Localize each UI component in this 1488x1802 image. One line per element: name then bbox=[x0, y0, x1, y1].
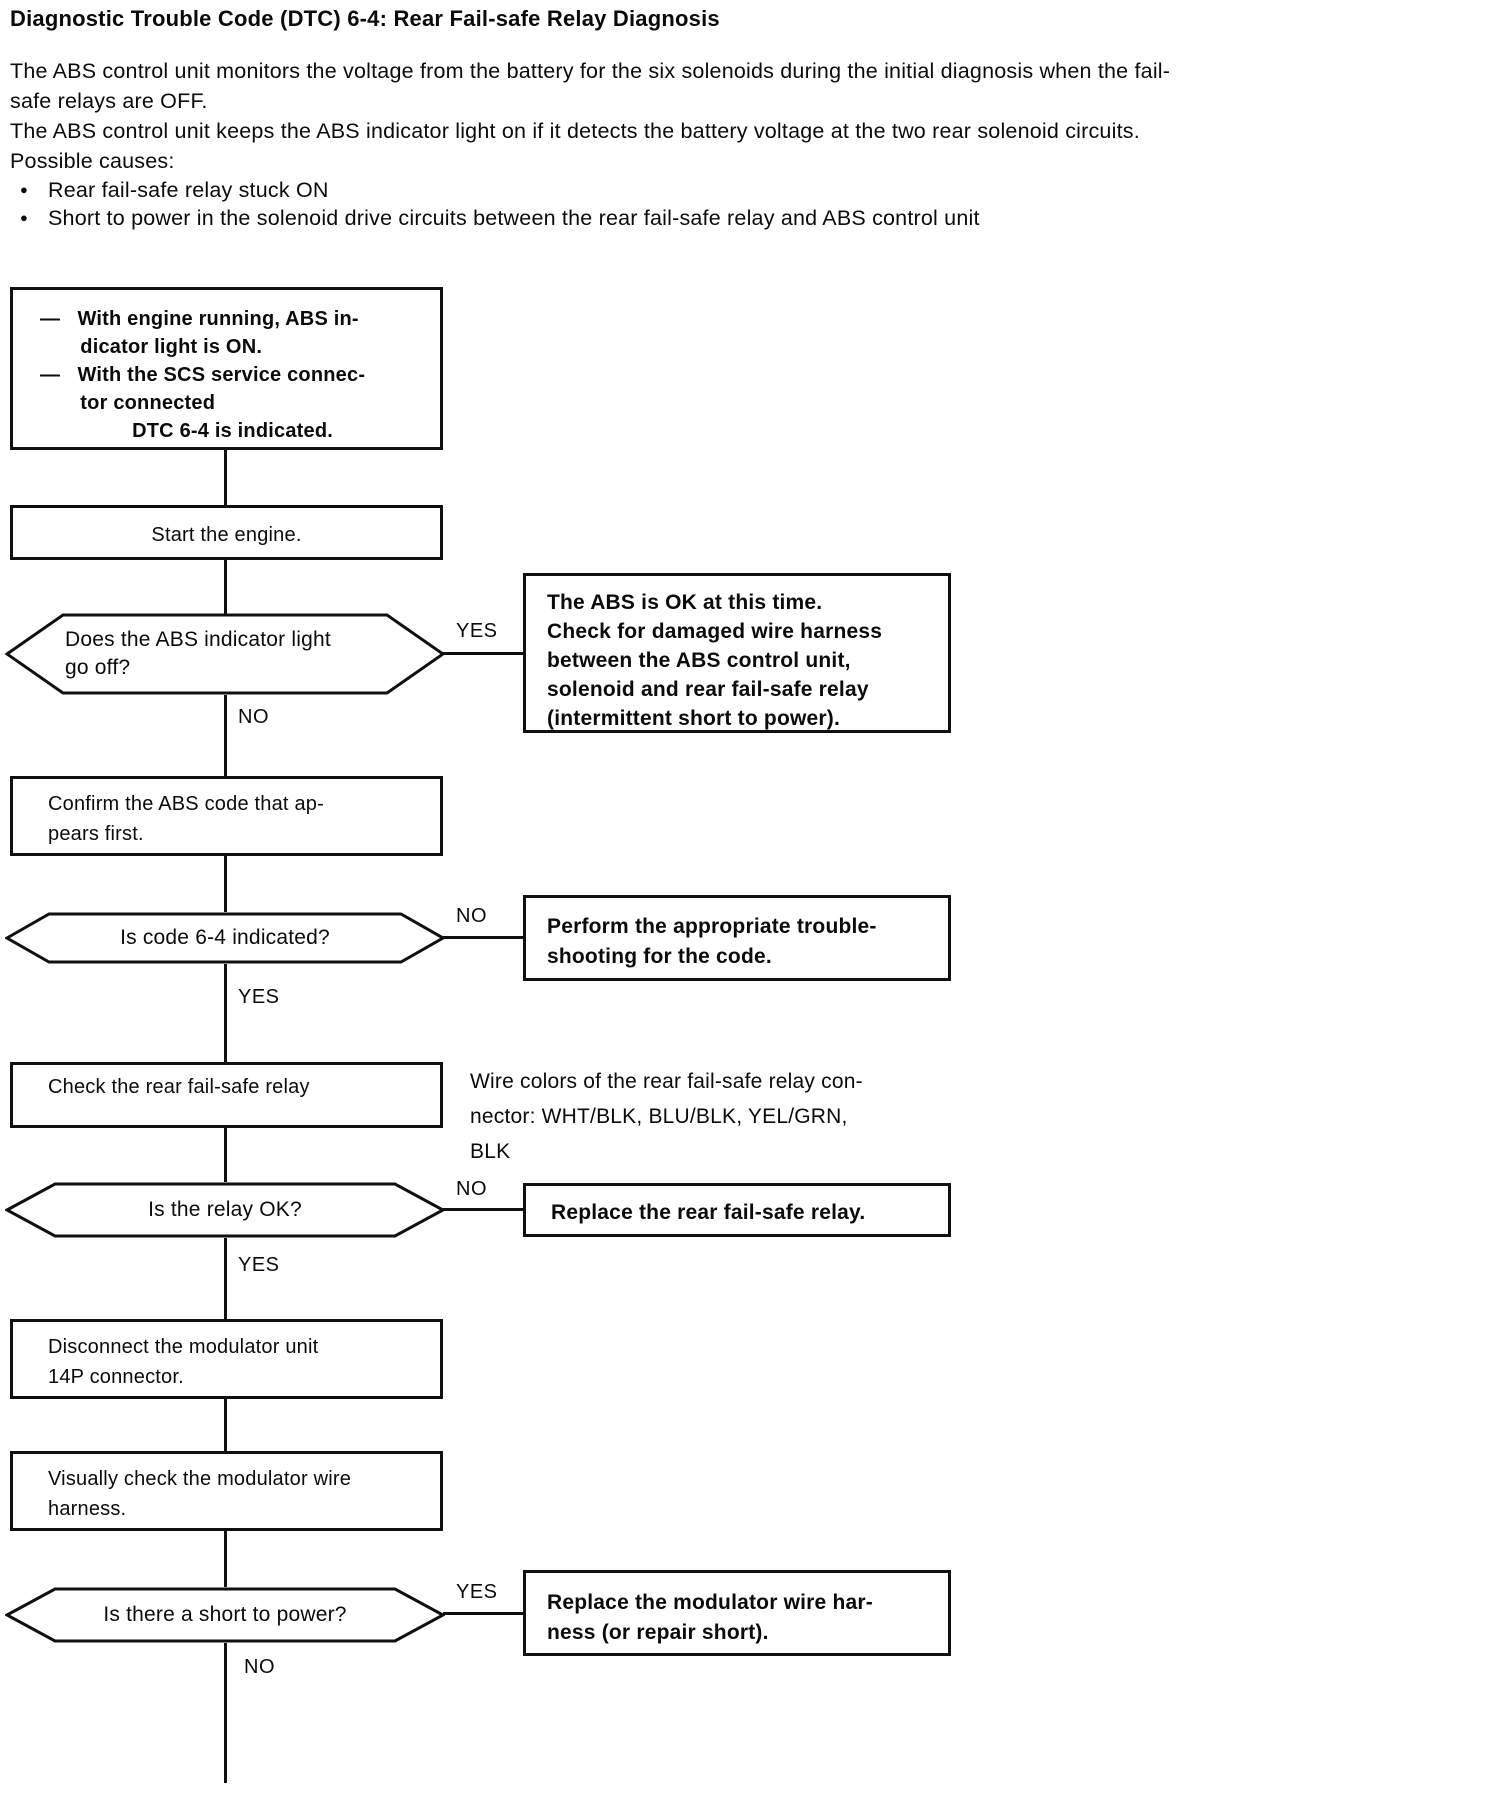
decision-light-off: Does the ABS indicator light go off? bbox=[5, 613, 445, 695]
connector-line bbox=[443, 1208, 525, 1211]
list-item: ● Rear fail-safe relay stuck ON bbox=[10, 176, 1480, 204]
decision-text: Is the relay OK? bbox=[148, 1198, 302, 1221]
yes-label: YES bbox=[238, 1254, 280, 1276]
yes-label: YES bbox=[238, 986, 280, 1008]
no-label: NO bbox=[244, 1656, 275, 1678]
connector-line bbox=[224, 450, 227, 507]
flow-box-other-troubleshooting: Perform the appropriate trouble- shootin… bbox=[523, 895, 951, 981]
flow-box-disconnect-modulator: Disconnect the modulator unit 14P connec… bbox=[10, 1319, 443, 1399]
decision-short-to-power: Is there a short to power? bbox=[5, 1587, 445, 1643]
no-label: NO bbox=[456, 905, 487, 927]
wire-colors-note: Wire colors of the rear fail-safe relay … bbox=[470, 1070, 863, 1163]
flow-box-visual-check: Visually check the modulator wire harnes… bbox=[10, 1451, 443, 1531]
connector-line bbox=[224, 695, 227, 776]
flow-box-start-engine: Start the engine. bbox=[10, 505, 443, 560]
bullet-text: Short to power in the solenoid drive cir… bbox=[48, 206, 980, 230]
connector-line bbox=[443, 652, 525, 655]
decision-text: Does the ABS indicator light go off? bbox=[65, 628, 331, 679]
decision-relay-ok: Is the relay OK? bbox=[5, 1182, 445, 1238]
connector-line bbox=[224, 1128, 227, 1182]
flow-box-replace-relay: Replace the rear fail-safe relay. bbox=[523, 1183, 951, 1237]
flow-box-start-conditions: — With engine running, ABS in- dicator l… bbox=[10, 287, 443, 450]
intro-paragraph: The ABS control unit monitors the voltag… bbox=[10, 59, 1171, 173]
flow-box-replace-harness: Replace the modulator wire har- ness (or… bbox=[523, 1570, 951, 1656]
bullet-icon: ● bbox=[20, 182, 28, 197]
bullet-icon: ● bbox=[20, 210, 28, 225]
yes-label: YES bbox=[456, 620, 498, 642]
connector-line bbox=[224, 856, 227, 912]
flow-box-abs-ok: The ABS is OK at this time. Check for da… bbox=[523, 573, 951, 733]
connector-line bbox=[224, 1238, 227, 1319]
connector-line bbox=[224, 1531, 227, 1587]
no-label: NO bbox=[238, 706, 269, 728]
connector-line bbox=[224, 1399, 227, 1451]
no-label: NO bbox=[456, 1178, 487, 1200]
connector-line bbox=[224, 964, 227, 1062]
decision-code-64: Is code 6-4 indicated? bbox=[5, 912, 445, 964]
connector-line bbox=[443, 1612, 525, 1615]
possible-causes-list: ● Rear fail-safe relay stuck ON ● Short … bbox=[10, 176, 1480, 232]
page-title: Diagnostic Trouble Code (DTC) 6-4: Rear … bbox=[10, 6, 720, 31]
flow-box-check-relay: Check the rear fail-safe relay bbox=[10, 1062, 443, 1128]
connector-line bbox=[443, 936, 525, 939]
decision-text: Is there a short to power? bbox=[103, 1603, 347, 1626]
yes-label: YES bbox=[456, 1581, 498, 1603]
decision-hexagon-shape bbox=[5, 1587, 445, 1643]
list-item: ● Short to power in the solenoid drive c… bbox=[10, 204, 1480, 232]
flow-box-confirm-code: Confirm the ABS code that ap- pears firs… bbox=[10, 776, 443, 856]
connector-line bbox=[224, 1643, 227, 1783]
bullet-text: Rear fail-safe relay stuck ON bbox=[48, 178, 329, 202]
connector-line bbox=[224, 560, 227, 615]
decision-text: Is code 6-4 indicated? bbox=[120, 926, 330, 949]
